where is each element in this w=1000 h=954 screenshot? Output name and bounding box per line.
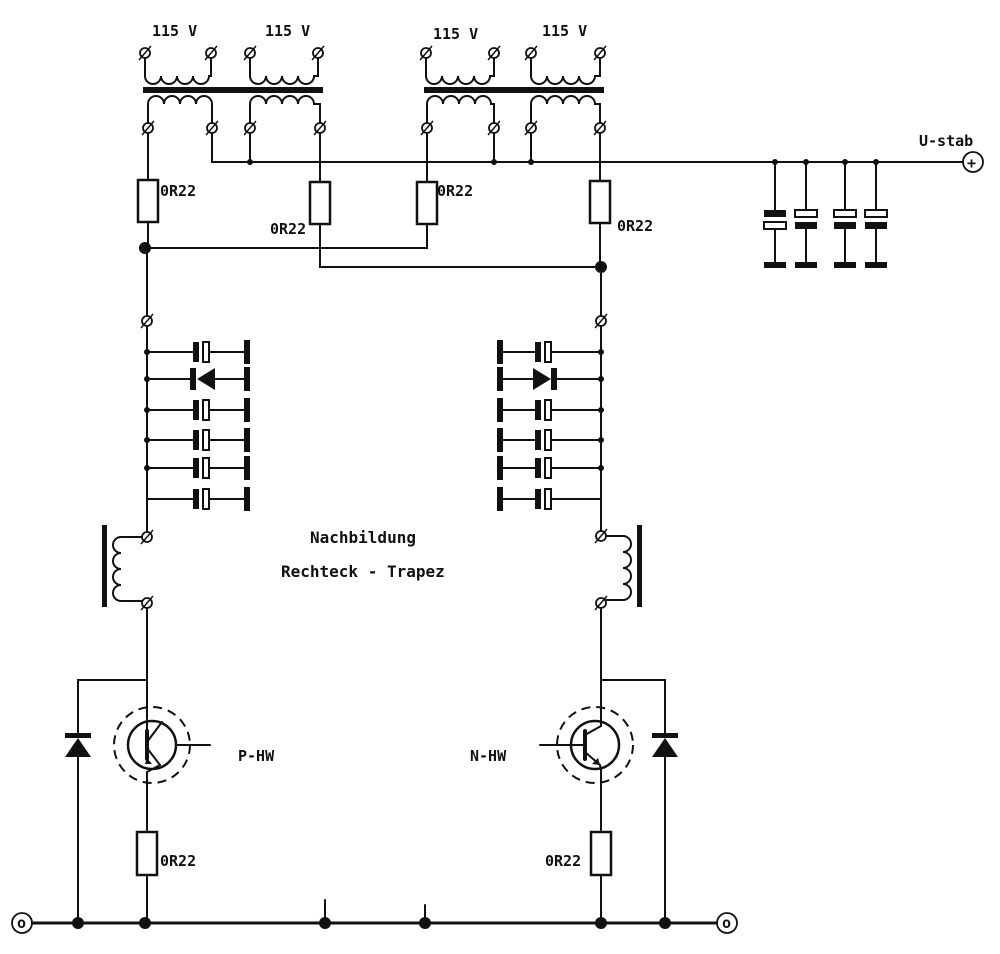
- t1-secondary-coil-left: [147, 95, 213, 123]
- right-rail: [594, 266, 608, 544]
- left-ladder-row-3: [144, 398, 250, 422]
- left-ladder-row-6: [146, 487, 250, 511]
- bottom-terminal-left: o: [11, 912, 33, 934]
- right-ladder-row-1: [497, 340, 604, 364]
- t2-primary-coil-left: [425, 57, 495, 85]
- r3-label: 0R22: [437, 182, 473, 200]
- transformer-1: 115 V 115 V: [138, 22, 327, 136]
- t1-primary-terminals: [138, 45, 325, 61]
- emitter-left-label: 0R22: [160, 852, 196, 870]
- t2-primary-terminals: [419, 45, 607, 61]
- left-inductor: [102, 525, 154, 703]
- resistor-r2: [308, 132, 602, 268]
- u-stab-label: U-stab: [919, 132, 973, 150]
- t1-primary-coil-left: [144, 57, 212, 85]
- resistor-r1: [136, 132, 160, 249]
- left-ladder-row-5: [144, 456, 250, 480]
- right-ladder: [497, 340, 604, 511]
- right-ladder-row-3: [497, 398, 604, 422]
- t1-primary-label-right: 115 V: [265, 22, 310, 40]
- resistor-emitter-right: [589, 830, 613, 923]
- r4-label: 0R22: [617, 217, 653, 235]
- r2-label: 0R22: [270, 220, 306, 238]
- u-stab-terminal: +: [962, 151, 984, 173]
- t1-primary-coil-right: [249, 57, 319, 85]
- emitter-right-label: 0R22: [545, 852, 581, 870]
- t2-secondary-coil-right: [530, 95, 601, 123]
- n-hw-label: N-HW: [470, 747, 507, 765]
- right-transistor: [539, 701, 634, 831]
- right-ladder-row-5: [497, 456, 604, 480]
- left-transistor: [113, 701, 211, 831]
- bottom-left-symbol: o: [17, 914, 26, 932]
- t2-primary-label-right: 115 V: [542, 22, 587, 40]
- capacitor-4: [864, 161, 888, 268]
- ground-bus: [30, 899, 718, 929]
- capacitor-2: [794, 161, 818, 268]
- t2-secondary-coil-left: [426, 95, 495, 123]
- p-hw-label: P-HW: [238, 747, 275, 765]
- left-ladder-row-2: [144, 367, 250, 391]
- t2-primary-coil-right: [530, 57, 601, 85]
- capacitor-bank: [763, 161, 888, 268]
- transformer-2: 115 V 115 V: [419, 22, 607, 136]
- t2-primary-label-left: 115 V: [433, 25, 478, 43]
- right-ladder-row-6: [497, 487, 602, 511]
- left-diode: [65, 679, 148, 925]
- supply-bus: [211, 132, 963, 165]
- t1-secondary-terminals: [141, 120, 327, 136]
- resistor-emitter-left: [135, 830, 159, 923]
- capacitor-1: [763, 161, 787, 268]
- capacitor-3: [833, 161, 857, 268]
- bottom-right-symbol: o: [722, 914, 731, 932]
- bottom-terminal-right: o: [716, 912, 738, 934]
- r1-label: 0R22: [160, 182, 196, 200]
- resistor-r4: [588, 132, 612, 268]
- center-text-line-1: Nachbildung: [310, 528, 416, 547]
- right-ladder-row-4: [497, 428, 604, 452]
- t2-secondary-terminals: [420, 120, 607, 136]
- junction-left: [139, 242, 151, 254]
- t1-primary-label-left: 115 V: [152, 22, 197, 40]
- right-diode: [600, 679, 678, 923]
- t1-secondary-coil-right: [249, 95, 321, 123]
- right-ladder-row-2: [497, 367, 604, 391]
- left-ladder: [144, 340, 250, 511]
- left-ladder-row-1: [144, 340, 250, 364]
- resistor-r3: [147, 132, 439, 249]
- center-text-line-2: Rechteck - Trapez: [281, 562, 445, 581]
- right-inductor: [594, 525, 642, 703]
- plus-symbol: +: [967, 154, 976, 172]
- left-ladder-row-4: [144, 428, 250, 452]
- left-rail: [140, 247, 154, 545]
